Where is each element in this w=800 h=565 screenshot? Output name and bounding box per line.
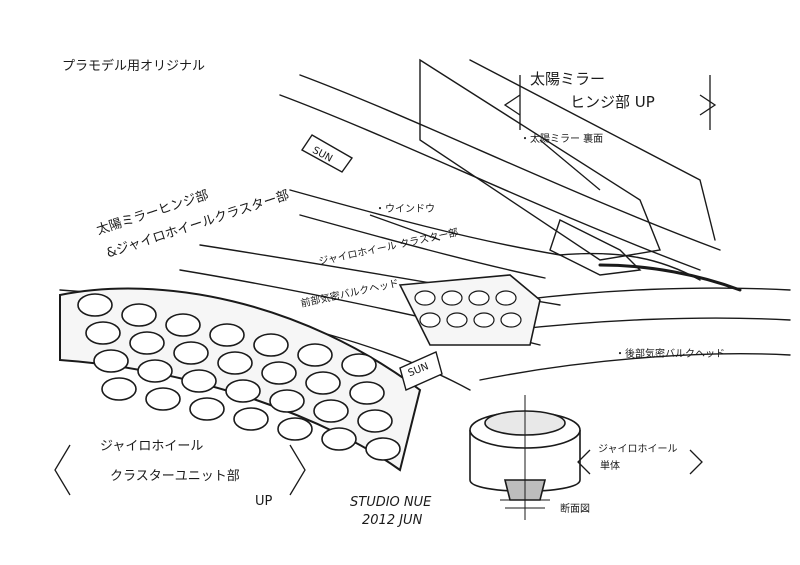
gyro-wheel-icon xyxy=(181,369,217,393)
bracket xyxy=(577,449,591,475)
gyro-wheel-icon xyxy=(297,343,333,367)
gyro-wheel-icon xyxy=(233,407,269,431)
signature-line1: STUDIO NUE xyxy=(350,495,432,510)
gyro-wheel-icon xyxy=(468,290,490,306)
bracket xyxy=(699,94,717,116)
label-gyro-unit-3: UP xyxy=(255,494,273,509)
leader-line xyxy=(539,139,601,191)
gyro-wheel-icon xyxy=(321,427,357,451)
label-cross-section: 断面図 xyxy=(560,504,590,515)
hull-line xyxy=(299,74,721,251)
gyro-wheel-icon xyxy=(277,417,313,441)
gyro-wheel-icon xyxy=(269,389,305,413)
gyro-wheel-icon xyxy=(93,349,129,373)
gyro-wheel-icon xyxy=(165,313,201,337)
label-gyro-unit-2: クラスターユニット部 xyxy=(110,469,240,484)
gyro-cluster-panel-large xyxy=(59,287,422,472)
hull-band xyxy=(598,263,742,292)
gyro-wheel-icon xyxy=(137,359,173,383)
gyro-wheel-icon xyxy=(253,333,289,357)
gyro-wheel-icon xyxy=(419,312,441,328)
mirror-panel xyxy=(419,58,661,261)
gyro-wheel-icon xyxy=(217,351,253,375)
gyro-wheel-icon xyxy=(313,399,349,423)
leader-line xyxy=(369,214,441,241)
gyro-wheel-icon xyxy=(446,312,468,328)
label-mirror-back: ・太陽ミラー 裏面 xyxy=(520,134,604,145)
hull-line xyxy=(289,189,561,256)
gyro-wheel-icon xyxy=(225,379,261,403)
label-mirror-hinge-up-2: ヒンジ部 UP xyxy=(570,93,655,111)
gyro-wheel-icon xyxy=(305,371,341,395)
gyro-wheel-icon xyxy=(77,293,113,317)
label-gyro-single-1: ジャイロホイール xyxy=(598,444,678,455)
label-mirror-hinge-up-1: 太陽ミラー xyxy=(530,70,606,88)
label-window: ・ウインドウ xyxy=(375,204,435,215)
hull-line xyxy=(479,353,791,381)
hinge-block xyxy=(549,219,642,276)
signature-line2: 2012 JUN xyxy=(362,513,423,528)
hull-line xyxy=(519,287,791,301)
bracket xyxy=(289,444,306,496)
gyro-wheel-icon xyxy=(357,409,393,433)
gyro-wheel-icon xyxy=(349,381,385,405)
gyro-wheel-icon xyxy=(121,303,157,327)
label-model-original: プラモデル用オリジナル xyxy=(62,59,206,74)
gyro-wheel-icon xyxy=(365,437,401,461)
gyro-wheel-icon xyxy=(473,312,495,328)
gyro-wheel-icon xyxy=(85,321,121,345)
gyro-wheel-icon xyxy=(495,290,517,306)
gyro-wheel-icon xyxy=(261,361,297,385)
hull-line xyxy=(279,94,701,271)
sun-arrow-top xyxy=(300,134,354,173)
label-rear-bulkhead: ・後部気密バルクヘッド xyxy=(615,349,725,360)
bracket xyxy=(689,449,703,475)
bracket xyxy=(503,94,521,116)
gyro-wheel-icon xyxy=(441,290,463,306)
hull-line xyxy=(299,214,546,279)
gyro-wheel-icon xyxy=(173,341,209,365)
label-gyro-unit-1: ジャイロホイール xyxy=(100,439,204,454)
gyro-wheel-icon xyxy=(341,353,377,377)
gyro-wheel-icon xyxy=(500,312,522,328)
label-gyro-single-2: 単体 xyxy=(600,461,620,472)
gyro-wheel-icon xyxy=(129,331,165,355)
gyro-wheel-icon xyxy=(101,377,137,401)
gyro-cluster-panel-small xyxy=(398,274,541,346)
gyro-wheel-icon xyxy=(414,290,436,306)
sun-arrow-mid xyxy=(399,351,443,391)
bracket xyxy=(54,444,71,496)
mirror-panel xyxy=(469,59,716,241)
gyro-wheel-icon xyxy=(189,397,225,421)
gyro-wheel-single xyxy=(469,395,581,520)
gyro-wheel-icon xyxy=(209,323,245,347)
hull-line xyxy=(509,317,791,331)
gyro-wheel-icon xyxy=(145,387,181,411)
